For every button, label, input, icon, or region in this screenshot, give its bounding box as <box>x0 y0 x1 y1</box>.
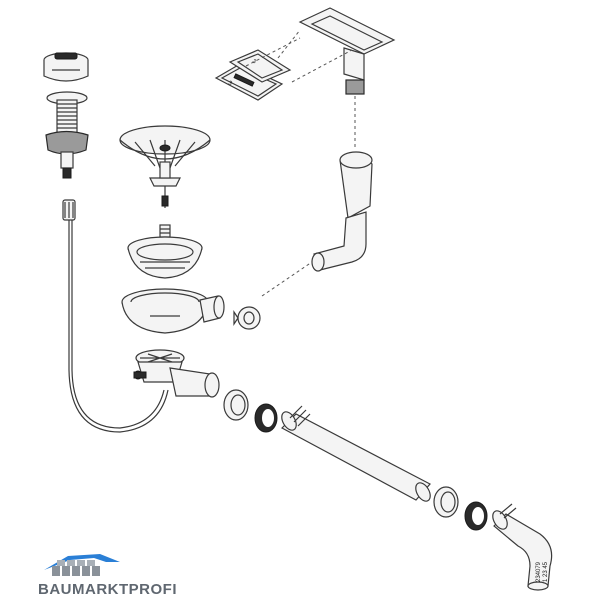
cover-label-b: 3 <box>251 59 257 66</box>
cover-label-a: 3 <box>227 80 233 87</box>
knob-threaded-body <box>45 91 89 179</box>
drain-body <box>121 288 225 334</box>
overflow-frame: 3 <box>228 49 292 83</box>
nut-1 <box>223 389 249 421</box>
outlet-label-a: 234079 <box>536 561 542 582</box>
outlet-label-b: 1 23 45 <box>543 561 549 582</box>
assembly-dash-lines <box>245 29 356 297</box>
extension-pipe <box>281 405 431 502</box>
plug-stem <box>149 161 181 208</box>
overflow-cover-plate: 3 <box>214 63 284 101</box>
seal-2 <box>464 501 488 531</box>
strainer-top <box>119 125 211 170</box>
valve-unit <box>133 349 220 398</box>
logo-roof-icon <box>44 554 120 576</box>
overflow-hose <box>311 151 373 272</box>
overflow-head <box>298 7 396 95</box>
baumarktprofi-logo: BAUMARKTPROFI <box>38 548 177 598</box>
bowden-cable <box>62 199 169 433</box>
nut-2 <box>433 486 459 518</box>
popup-knob <box>43 52 89 82</box>
strainer-basket <box>127 236 203 279</box>
brand-name: BAUMARKTPROFI <box>38 581 177 598</box>
seal-1 <box>254 403 278 433</box>
elbow-outlet: 234079 1 23 45 <box>492 503 553 591</box>
overflow-connector <box>233 306 261 330</box>
